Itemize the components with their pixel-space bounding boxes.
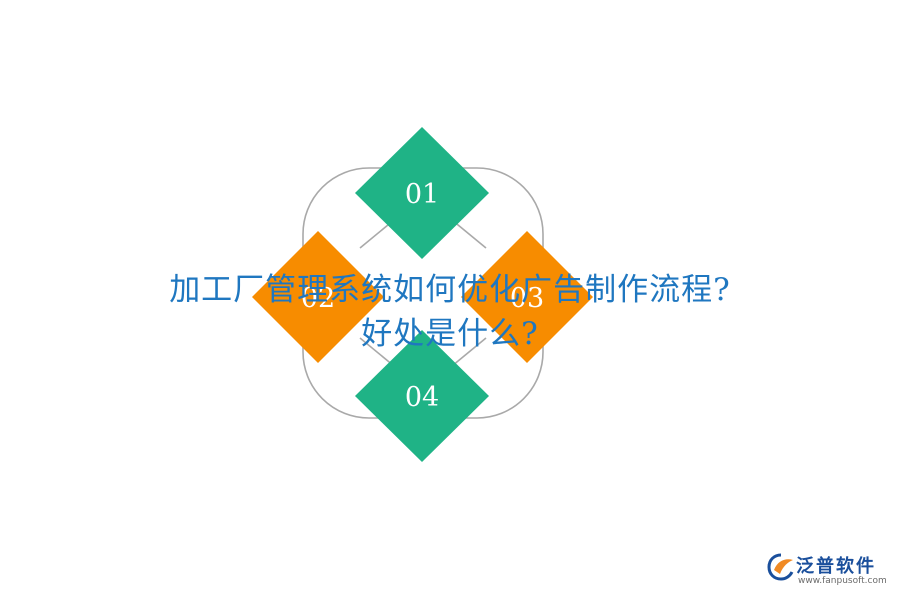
ring-link-lower-left: [359, 337, 395, 367]
diamond-label: 03: [510, 283, 544, 314]
logo-url-text: www.fanpusoft.com: [798, 576, 887, 586]
diamond-shape: [461, 231, 593, 363]
diamond-node-01: 01: [355, 127, 489, 259]
diamond-label: 01: [405, 179, 439, 210]
ring-link-upper-right: [451, 219, 487, 249]
title-line-2: 好处是什么?: [361, 316, 539, 352]
diamond-node-02: 02: [252, 231, 384, 363]
diamond-shape: [355, 330, 489, 462]
diamond-shape: [252, 231, 384, 363]
page-title: 加工厂管理系统如何优化广告制作流程? 好处是什么?: [0, 268, 900, 356]
title-line-1: 加工厂管理系统如何优化广告制作流程?: [169, 272, 731, 308]
fanpu-logo-icon: [767, 553, 794, 581]
diamond-node-03: 03: [461, 231, 593, 363]
diamond-label: 04: [405, 382, 439, 413]
diamond-shape: [355, 127, 489, 259]
brand-logo: 泛普软件 www.fanpusoft.com: [764, 548, 892, 588]
diamond-node-04: 04: [355, 330, 489, 462]
diamond-label: 02: [301, 283, 335, 314]
ring-link-lower-right: [451, 337, 487, 367]
logo-brand-text: 泛普软件: [796, 556, 876, 577]
